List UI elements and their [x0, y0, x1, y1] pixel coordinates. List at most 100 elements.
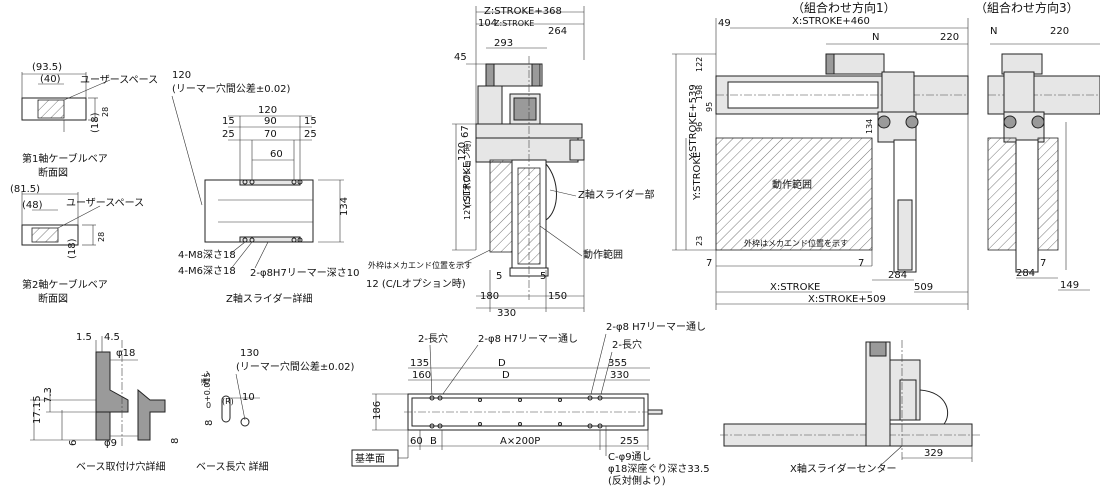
front-frame: 外枠はメカエンド位置を示す [744, 238, 848, 248]
bv-dA: A×200P [500, 436, 540, 447]
xcenter-view: 329 X軸スライダーセンター [720, 340, 980, 475]
bh-d1715: 17.15 [32, 395, 43, 424]
front-range: 動作範囲 [772, 178, 812, 191]
zs-m8: 4-M8深さ18 [178, 249, 236, 261]
bv-reamer1: 2-φ8 H7リーマー通し [478, 333, 578, 345]
zs-d15b: 15 [304, 116, 317, 127]
cable2-title: 第2軸ケーブルベア [22, 278, 108, 291]
cable1-title: 第1軸ケーブルベア [22, 152, 108, 165]
side-d330: 330 [497, 308, 516, 319]
zs-d134: 134 [339, 197, 350, 216]
side-d293: 293 [494, 38, 513, 49]
front-xstroke460: X:STROKE+460 [792, 16, 870, 27]
side-view: Z:STROKE+368 104 Z:STROKE 264 293 45 120… [366, 6, 654, 319]
front-d49: 49 [718, 18, 731, 29]
bh-d9: φ9 [104, 438, 117, 449]
cable2-d2: (48) [22, 200, 43, 211]
front-xstroke: X:STROKE [770, 282, 820, 293]
cable2-d4: (18) [67, 238, 78, 259]
zs-d90: 90 [264, 116, 277, 127]
bv-d355: 355 [608, 358, 627, 369]
front-d509: 509 [914, 282, 933, 293]
bv-c3: (反対側より) [608, 474, 666, 487]
zslider-detail: 120 (リーマー穴間公差±0.02) 120 15 90 15 25 70 2… [171, 70, 360, 305]
zs-d70: 70 [264, 129, 277, 140]
bh-d6: 6 [68, 440, 79, 446]
bv-slot2a: 2-長穴 [418, 332, 448, 345]
cable2-d3: 28 [97, 232, 106, 242]
slot-d8: 8 [204, 420, 215, 426]
bh-d18: φ18 [116, 348, 135, 359]
bv-d60: 60 [410, 436, 423, 447]
bottom-view: 2-長穴 2-φ8 H7リーマー通し 2-φ8 H7リーマー通し 2-長穴 13… [351, 321, 710, 487]
bh-title: ベース取付け穴詳細 [76, 460, 166, 473]
bv-d135: 135 [410, 358, 429, 369]
bv-reamer2: 2-φ8 H7リーマー通し [606, 321, 706, 333]
cable1-space: ユーザースペース [80, 74, 158, 86]
side-d104: 104 [478, 18, 497, 29]
side-d67: 67 [460, 125, 471, 138]
combo3-header: （組合わせ方向3） [975, 0, 1079, 15]
side-d150: 150 [548, 291, 567, 302]
front-d198: 198 [695, 85, 704, 100]
slot-r: (R) [222, 397, 234, 406]
side-ystroke: Y:STROKE [462, 162, 473, 211]
bh-d73: 7.3 [43, 387, 54, 403]
c3-d220: 220 [1050, 26, 1069, 37]
front-d122: 122 [695, 57, 704, 72]
front-ystroke: Y:STROKE [692, 152, 703, 201]
front-d96: 96 [695, 122, 704, 132]
bh-d45: 4.5 [104, 332, 120, 343]
xc-label: X軸スライダーセンター [790, 462, 896, 475]
bv-slot2b: 2-長穴 [612, 338, 642, 351]
slot-thru: 通し [200, 370, 210, 386]
bv-d330: 330 [610, 370, 629, 381]
cable1-d3: 28 [101, 107, 110, 117]
side-zstroke: Z:STROKE [494, 19, 534, 28]
c3-d284: 284 [1016, 268, 1035, 279]
bv-d186: 186 [372, 401, 383, 420]
zs-top1: 120 [172, 70, 191, 81]
front-d7b: 7 [858, 258, 864, 269]
side-d45: 45 [454, 52, 467, 63]
base-hole-detail: 1.5 4.5 φ18 17.15 7.3 6 φ9 8 ベース取付け穴詳細 [30, 332, 181, 473]
zs-d15a: 15 [222, 116, 235, 127]
bv-dB: B [430, 436, 437, 447]
side-zslider: Z軸スライダー部 [578, 188, 654, 201]
bv-d160: 160 [412, 370, 431, 381]
slot-title: ベース長穴 詳細 [196, 460, 269, 473]
front-d220: 220 [940, 32, 959, 43]
zs-top2: (リーマー穴間公差±0.02) [172, 82, 291, 95]
slot-tol: (リーマー穴間公差±0.02) [236, 360, 355, 373]
front-d284: 284 [888, 270, 907, 281]
bh-d8: 8 [170, 438, 181, 444]
cable2-subtitle: 断面図 [38, 292, 68, 305]
front-view-combo1: 49 X:STROKE+460 N 220 Y:STROKE+539 Y:STR… [672, 16, 969, 310]
c3-d149: 149 [1060, 280, 1079, 291]
side-copt: 12 (C/Lオプション時) [366, 278, 466, 290]
zs-d60: 60 [270, 149, 283, 160]
cable2-d1: (81.5) [10, 184, 40, 195]
zs-m6: 4-M6深さ18 [178, 265, 236, 277]
bh-d15: 1.5 [76, 332, 92, 343]
c3-d7: 7 [1040, 258, 1046, 269]
zs-d120: 120 [258, 105, 277, 116]
cable2-section: (81.5) (48) 28 (18) ユーザースペース 第2軸ケーブルベア 断… [10, 184, 144, 305]
xc-d329: 329 [924, 448, 943, 459]
slot-d130: 130 [240, 348, 259, 359]
front-d7a: 7 [706, 258, 712, 269]
bv-ref: 基準面 [355, 452, 385, 465]
side-d5b: 5 [540, 271, 546, 282]
front-d23: 23 [695, 236, 704, 246]
bv-dD1: D [498, 358, 506, 369]
side-d264: 264 [548, 26, 567, 37]
zs-reamer: 2-φ8H7リーマー深さ10 [250, 267, 360, 279]
zs-d25a: 25 [222, 129, 235, 140]
bv-d255: 255 [620, 436, 639, 447]
zs-title: Z軸スライダー詳細 [226, 292, 312, 305]
side-d5a: 5 [496, 271, 502, 282]
cable1-d2: (40) [40, 74, 61, 85]
cable1-d1: (93.5) [32, 62, 62, 73]
